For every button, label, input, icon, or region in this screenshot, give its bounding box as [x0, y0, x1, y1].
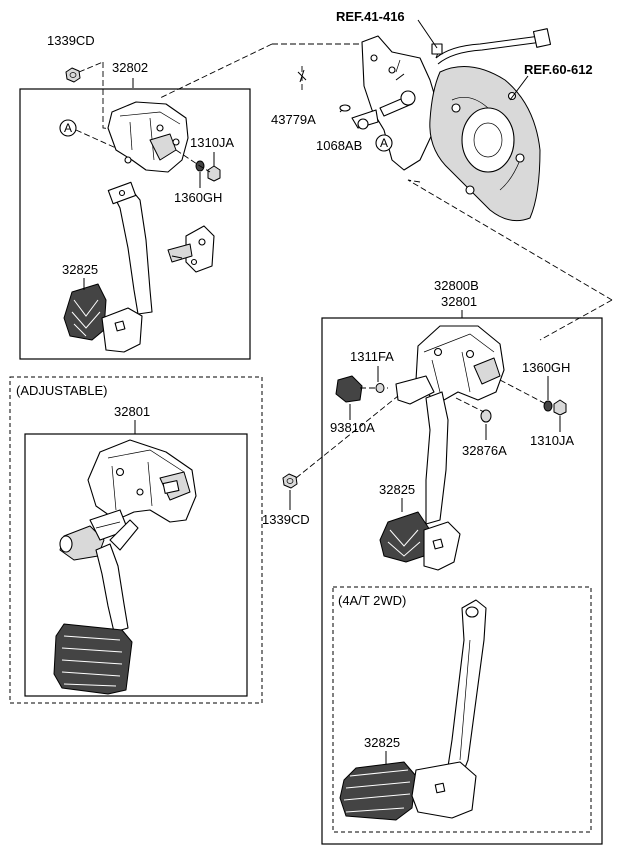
part-32825-mid-label: 32825 — [379, 482, 415, 497]
part-32800b-label: 32800B — [434, 278, 479, 293]
callout-a-right-text: A — [380, 136, 388, 150]
adjustable-title: (ADJUSTABLE) — [16, 383, 108, 398]
part-32801-adjustable-label: 32801 — [114, 404, 150, 419]
brake-pedal-assembly — [379, 325, 505, 571]
part-32801-right-label: 32801 — [441, 294, 477, 309]
switch-93810a — [335, 375, 363, 403]
callout-a-left-text: A — [64, 121, 72, 135]
link-line-booster-to-right — [407, 179, 613, 301]
callout-a-right: A — [375, 134, 393, 152]
adjustable-group-box — [9, 376, 263, 704]
adjustable-pedal-box — [24, 433, 248, 697]
at-2wd-title: (4A/T 2WD) — [338, 593, 406, 608]
part-1339cd-mid-label: 1339CD — [262, 512, 310, 527]
at-2wd-pedal — [339, 599, 487, 821]
ref-60-612-label[interactable]: REF.60-612 — [524, 62, 593, 77]
bolt-1310ja-left — [207, 165, 221, 182]
nut-1311fa — [375, 383, 385, 393]
link-line-booster-to-pedal — [159, 43, 273, 99]
ref-41-416-label[interactable]: REF.41-416 — [336, 9, 405, 24]
bolt-1310ja-right — [553, 399, 567, 416]
nut-1339cd-mid — [282, 473, 298, 489]
part-32802-label: 32802 — [112, 60, 148, 75]
nut-1339cd-top — [65, 67, 81, 83]
brake-booster-assembly — [351, 28, 552, 222]
part-1360gh-left-label: 1360GH — [174, 190, 222, 205]
pedal-group-box-32802 — [19, 88, 251, 360]
stopper-32876a — [480, 409, 492, 423]
callout-a-left: A — [59, 119, 77, 137]
part-32825-bottom-label: 32825 — [364, 735, 400, 750]
part-1310ja-right-label: 1310JA — [530, 433, 574, 448]
at-2wd-group-box — [332, 586, 592, 833]
reference-leaders — [297, 19, 529, 113]
part-32876a-label: 32876A — [462, 443, 507, 458]
part-32825-left-label: 32825 — [62, 262, 98, 277]
washer-1360gh-right — [543, 400, 553, 412]
part-1360gh-right-label: 1360GH — [522, 360, 570, 375]
pedal-group-box-32801 — [321, 317, 603, 845]
part-1068ab-label: 1068AB — [316, 138, 362, 153]
adjustable-pedal-assembly — [53, 439, 197, 695]
part-1310ja-left-label: 1310JA — [190, 135, 234, 150]
clutch-pedal-assembly — [63, 101, 215, 353]
part-43779a-label: 43779A — [271, 112, 316, 127]
part-1311fa-label: 1311FA — [350, 349, 394, 364]
part-1339cd-top-label: 1339CD — [47, 33, 95, 48]
